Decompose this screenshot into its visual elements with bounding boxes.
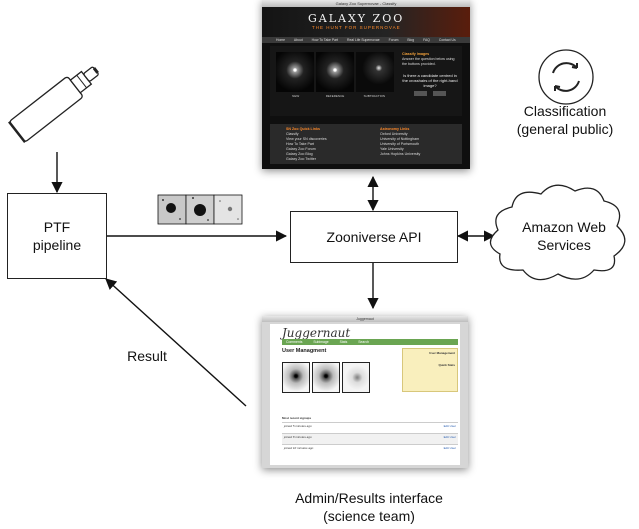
gz-nav-item: Real Life Supernovae [347,38,380,42]
table-row: joined 10 minutes ago Edit User [282,444,458,455]
gz-footer-link[interactable]: Classify [286,132,299,136]
gz-classify-text: Answer the question below using the butt… [402,57,455,66]
jg-new-image [282,362,310,393]
jg-window-title: Juggernaut [262,316,468,322]
aws-line-2: Services [537,237,591,253]
jg-edit-link[interactable]: Edit User [443,424,456,428]
gz-footer-link[interactable]: University of Portsmouth [380,142,420,146]
jg-row-text: joined 5 minutes ago [284,424,312,428]
gz-answer-buttons [402,91,458,96]
gz-footer-link[interactable]: Galaxy Zoo Twitter [286,157,316,161]
jg-subtraction-image [342,362,370,393]
gz-footer-link[interactable]: Johns Hopkins University [380,152,421,156]
gz-yes-button[interactable] [414,91,427,96]
gz-footer-link[interactable]: Oxford University [380,132,408,136]
ptf-line-2: pipeline [32,237,82,253]
gz-logo: GALAXY ZOO [308,12,405,25]
image-triplet-thumbnail [157,194,243,225]
jg-signup-list: Most recent signups joined 5 minutes ago… [282,416,458,455]
jg-row-text: joined 8 minutes ago [284,435,312,439]
gz-footer-link[interactable]: How To Take Part [286,142,315,146]
galaxy-zoo-screenshot: Galaxy Zoo Supernovae - Classify GALAXY … [262,0,470,169]
gz-no-button[interactable] [433,91,446,96]
table-row: joined 5 minutes ago Edit User [282,422,458,433]
aws-line-1: Amazon Web [522,219,606,235]
gz-footer-link[interactable]: Yale University [380,147,404,151]
gz-nav: Home About How To Take Part Real Life Su… [262,37,470,43]
gz-question: Is there a candidate centred in the cros… [402,73,458,88]
gz-triplet-labels: NEW REFERENCE SUBTRACTION [276,94,394,98]
gz-footer-link[interactable]: Galaxy Zoo Forum [286,147,316,151]
admin-line-2: (science team) [323,508,415,524]
gz-footer-right: Astronomy Links Oxford University Univer… [380,127,420,157]
classification-line-2: (general public) [516,121,614,137]
gz-footer-link[interactable]: View your SN discoveries [286,137,327,141]
gz-triplet-label: SUBTRACTION [363,94,386,98]
gz-triplet [276,52,394,92]
classification-label: Classification (general public) [505,102,625,138]
jg-edit-link[interactable]: Edit User [443,446,456,450]
jg-nav-item[interactable]: Subimage [313,340,329,344]
ptf-line-1: PTF [43,219,71,235]
gz-classify-heading: Classify Images [402,52,430,56]
telescope-icon [8,66,99,144]
jg-nav-item[interactable]: Search [358,340,370,344]
gz-banner: GALAXY ZOO THE HUNT FOR SUPERNOVAE [262,7,470,37]
gz-nav-item: Blog [407,38,415,42]
gz-nav-item: Forum [388,38,399,42]
gz-nav-item: How To Take Part [311,38,339,42]
jg-nav-item[interactable]: Comments [286,340,303,344]
gz-classify-panel: Classify Images Answer the question belo… [402,52,458,96]
refresh-icon [538,49,594,105]
jg-nav-item[interactable]: Stats [339,340,348,344]
gz-new-image [276,52,314,92]
juggernaut-screenshot: Juggernaut Juggernaut Comments Subimage … [262,316,468,468]
gz-window-title: Galaxy Zoo Supernovae - Classify [262,0,470,7]
gz-main: NEW REFERENCE SUBTRACTION Classify Image… [270,46,462,116]
gz-footer-right-title: Astronomy Links [380,127,410,131]
result-text: Result [127,348,167,364]
jg-reference-image [312,362,340,393]
admin-line-1: Admin/Results interface [295,490,443,506]
jg-sidebar-title: User Management [429,351,455,355]
classification-line-1: Classification [523,103,607,119]
gz-footer-link[interactable]: University of Nottingham [380,137,420,141]
gz-triplet-label: NEW [292,94,300,98]
jg-list-heading: Most recent signups [282,416,312,420]
jg-title: Juggernaut [282,326,351,340]
jg-sidebar: User Management Quick Stats [402,348,458,392]
jg-edit-link[interactable]: Edit User [443,435,456,439]
gz-nav-item: Contact Us [438,38,456,42]
zooniverse-label: Zooniverse API [326,229,422,245]
gz-subtraction-image [356,52,394,92]
ptf-pipeline-box: PTF pipeline [7,193,107,279]
gz-footer: SN Zoo Quick Links Classify View your SN… [270,124,462,164]
gz-subtitle: THE HUNT FOR SUPERNOVAE [312,25,401,30]
gz-footer-link[interactable]: Galaxy Zoo Blog [286,152,313,156]
jg-sidebar-subtitle: Quick Stats [438,363,455,367]
zooniverse-api-box: Zooniverse API [290,211,458,263]
result-label: Result [112,347,182,365]
jg-page: Juggernaut Comments Subimage Stats Searc… [270,324,460,465]
gz-footer-left-title: SN Zoo Quick Links [286,127,320,131]
admin-label: Admin/Results interface (science team) [266,489,472,525]
aws-label: Amazon Web Services [510,218,618,254]
aws-cloud-shape [489,184,626,281]
arrow-result [105,278,247,407]
gz-nav-item: Home [276,38,286,42]
gz-triplet-label: REFERENCE [325,94,345,98]
jg-row-text: joined 10 minutes ago [284,446,314,450]
gz-reference-image [316,52,354,92]
jg-heading: User Managment [282,348,327,354]
jg-nav: Comments Subimage Stats Search [282,339,458,345]
jg-triplet [282,362,370,393]
table-row: joined 8 minutes ago Edit User [282,433,458,444]
gz-footer-left: SN Zoo Quick Links Classify View your SN… [286,127,327,162]
gz-nav-item: About [293,38,303,42]
gz-nav-item: FAQ [423,38,430,42]
